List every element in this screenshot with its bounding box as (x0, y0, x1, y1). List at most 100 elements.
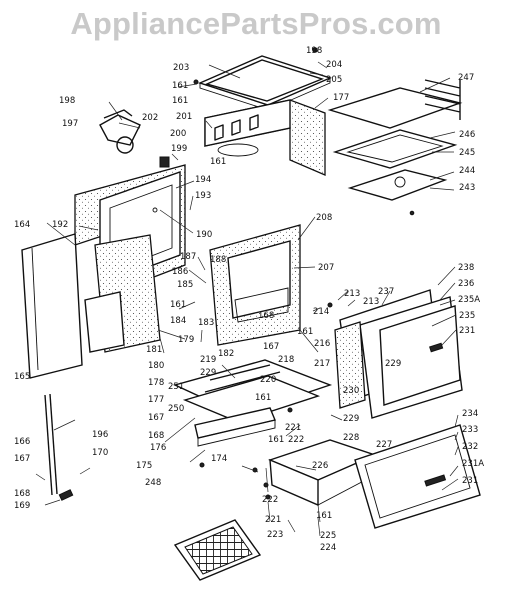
callout-246: 246 (459, 130, 475, 140)
callout-230: 230 (343, 386, 359, 396)
callout-225: 225 (320, 531, 336, 541)
callout-219: 219 (200, 355, 216, 365)
callout-161: 161 (170, 300, 186, 310)
callout-227: 227 (376, 440, 392, 450)
callout-224: 224 (320, 543, 336, 553)
callout-213: 213 (363, 297, 379, 307)
callout-186: 186 (172, 267, 188, 277)
callout-214: 214 (313, 307, 329, 317)
callout-175: 175 (136, 461, 152, 471)
callout-233: 233 (462, 425, 478, 435)
callout-177: 177 (333, 93, 349, 103)
callout-176: 176 (150, 443, 166, 453)
callout-244: 244 (459, 166, 475, 176)
callout-232: 232 (462, 442, 478, 452)
callout-247: 247 (458, 73, 474, 83)
callout-221: 221 (265, 515, 281, 525)
callout-238: 238 (458, 263, 474, 273)
callout-218: 218 (278, 355, 294, 365)
callout-235A: 235A (458, 295, 480, 305)
callout-204: 204 (326, 60, 342, 70)
left-side-panel (21, 233, 83, 379)
callout-229: 229 (343, 414, 359, 424)
cooktop-panel (198, 55, 332, 111)
callout-168: 168 (14, 489, 30, 499)
callout-184: 184 (170, 316, 186, 326)
callout-231: 231 (462, 476, 478, 486)
callout-194: 194 (195, 175, 211, 185)
center-insulation (84, 234, 161, 353)
leader-lines (35, 61, 459, 537)
callout-208: 208 (316, 213, 332, 223)
front-tie-bar (44, 393, 74, 501)
callout-250: 250 (168, 404, 184, 414)
callout-164: 164 (14, 220, 30, 230)
callout-248: 248 (145, 478, 161, 488)
callout-222: 222 (262, 495, 278, 505)
callout-177: 177 (148, 395, 164, 405)
callout-234: 234 (462, 409, 478, 419)
oven-racks (327, 79, 463, 201)
watermark: AppliancePartsPros.com (70, 6, 442, 41)
callout-229: 229 (200, 368, 216, 378)
callout-220: 220 (260, 375, 276, 385)
callout-161: 161 (210, 157, 226, 167)
callout-168: 168 (148, 431, 164, 441)
callout-166: 166 (14, 437, 30, 447)
callout-185: 185 (177, 280, 193, 290)
callout-182: 182 (218, 349, 234, 359)
oven-front-frame (209, 224, 301, 346)
callout-236: 236 (458, 279, 474, 289)
callout-183: 183 (198, 318, 214, 328)
callout-196: 196 (92, 430, 108, 440)
callout-167: 167 (14, 454, 30, 464)
callout-231: 231 (459, 326, 475, 336)
callout-229: 229 (385, 359, 401, 369)
callout-231A: 231A (462, 459, 484, 469)
callout-161: 161 (297, 327, 313, 337)
callout-161: 161 (172, 81, 188, 91)
callout-190: 190 (196, 230, 212, 240)
callout-237: 237 (378, 287, 394, 297)
callout-161: 161 (172, 96, 188, 106)
callout-198: 198 (59, 96, 75, 106)
callout-161: 161 (316, 511, 332, 521)
callout-235: 235 (459, 311, 475, 321)
callout-192: 192 (52, 220, 68, 230)
callout-216: 216 (314, 339, 330, 349)
callout-223: 223 (267, 530, 283, 540)
callout-251: 251 (168, 382, 184, 392)
callout-199: 199 (171, 144, 187, 154)
drawer-front (354, 424, 481, 529)
callout-226: 226 (312, 461, 328, 471)
callout-198: 198 (306, 46, 322, 56)
drawer-trim (194, 407, 276, 447)
callout-167: 167 (148, 413, 164, 423)
callout-180: 180 (148, 361, 164, 371)
callout-169: 169 (14, 501, 30, 511)
callout-179: 179 (178, 335, 194, 345)
callout-197: 197 (62, 119, 78, 129)
callout-170: 170 (92, 448, 108, 458)
callout-207: 207 (318, 263, 334, 273)
callout-201: 201 (176, 112, 192, 122)
callout-217: 217 (314, 359, 330, 369)
callout-193: 193 (195, 191, 211, 201)
callout-174: 174 (211, 454, 227, 464)
callout-187: 187 (180, 252, 196, 262)
callout-205: 205 (326, 75, 342, 85)
oven-bottom (172, 359, 333, 423)
callout-167: 167 (263, 342, 279, 352)
callout-188: 188 (210, 255, 226, 265)
callout-168: 168 (258, 311, 274, 321)
callout-228: 228 (343, 433, 359, 443)
screws (193, 47, 415, 500)
callout-245: 245 (459, 148, 475, 158)
callout-161: 161 (268, 435, 284, 445)
callout-181: 181 (146, 345, 162, 355)
callout-178: 178 (148, 378, 164, 388)
callout-243: 243 (459, 183, 475, 193)
broiler-pan (173, 519, 262, 581)
callout-161: 161 (255, 393, 271, 403)
